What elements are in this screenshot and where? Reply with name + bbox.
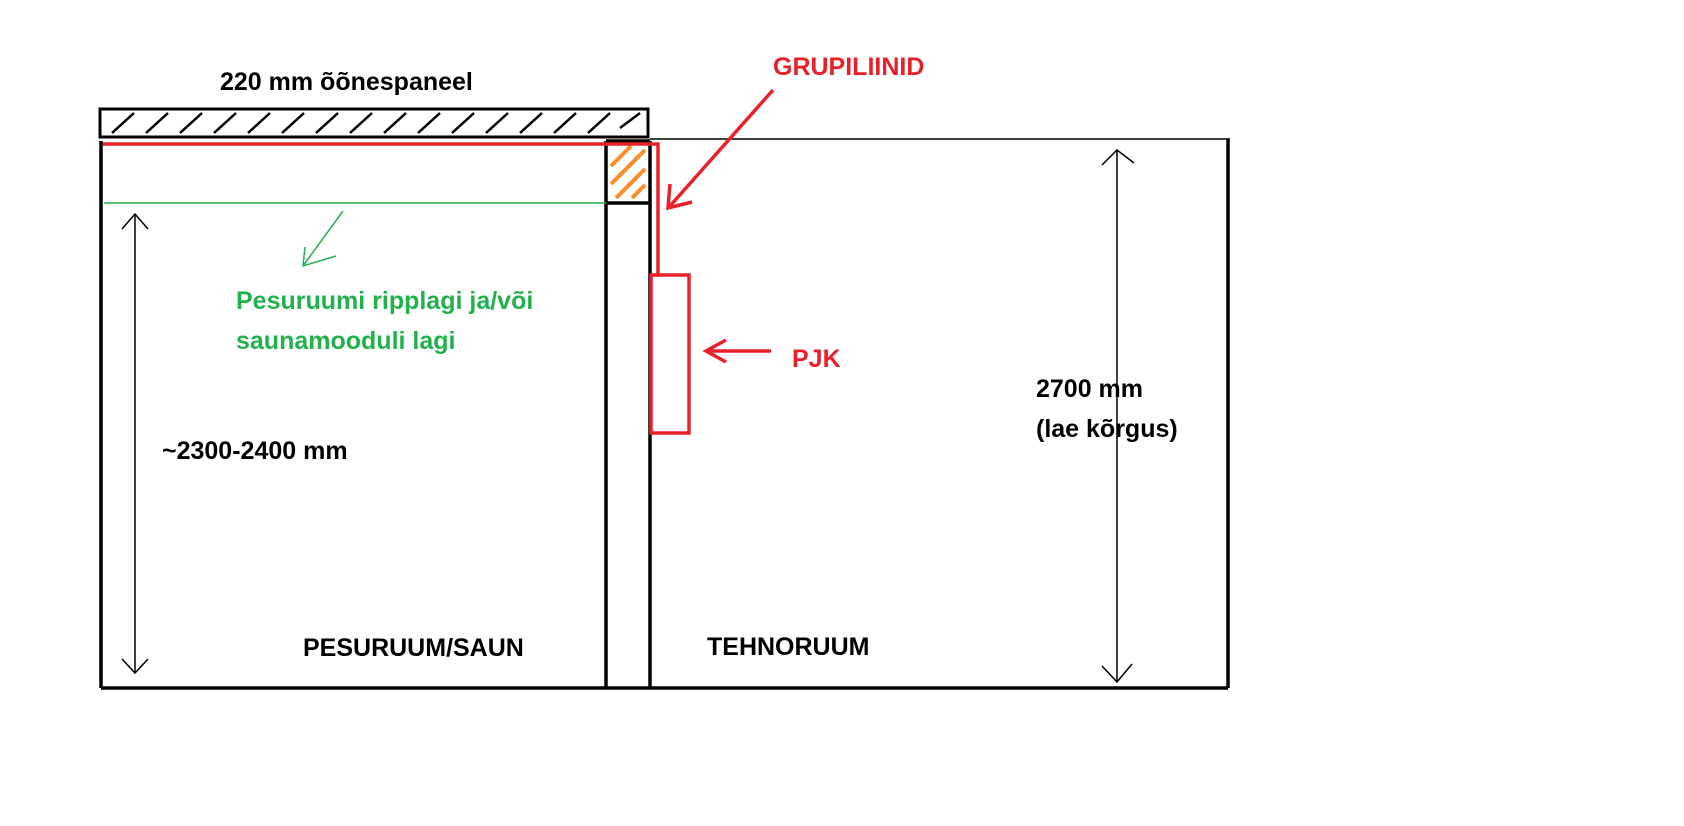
hollow-core-slab [98, 107, 650, 139]
ceiling-note-line-1: Pesuruumi ripplagi ja/või [236, 287, 533, 315]
room-washroom-label: PESURUUM/SAUN [303, 634, 524, 662]
height-right-line-2: (lae kõrgus) [1036, 415, 1178, 443]
slab-label: 220 mm õõnespaneel [220, 68, 473, 96]
ceiling-note-arrow [302, 210, 344, 268]
group-lines-cable [103, 142, 660, 275]
pjk-box [649, 273, 691, 435]
pjk-arrow [702, 338, 771, 364]
room-technical-label: TEHNORUUM [707, 633, 870, 661]
ceiling-note-line-2: saunamooduli lagi [236, 327, 455, 355]
wall-top-hatched-block [609, 144, 647, 200]
group-lines-arrow [666, 88, 775, 211]
partition-wall [604, 139, 652, 688]
height-right-line-1: 2700 mm [1036, 375, 1143, 403]
pjk-label: PJK [792, 345, 841, 373]
group-lines-label: GRUPILIINID [773, 53, 924, 81]
room-technical-outline [650, 138, 1230, 688]
height-dimension-right [1101, 149, 1135, 684]
room-washroom-outline [99, 141, 1228, 690]
height-left-label: ~2300-2400 mm [162, 437, 348, 465]
height-dimension-left [121, 212, 149, 675]
